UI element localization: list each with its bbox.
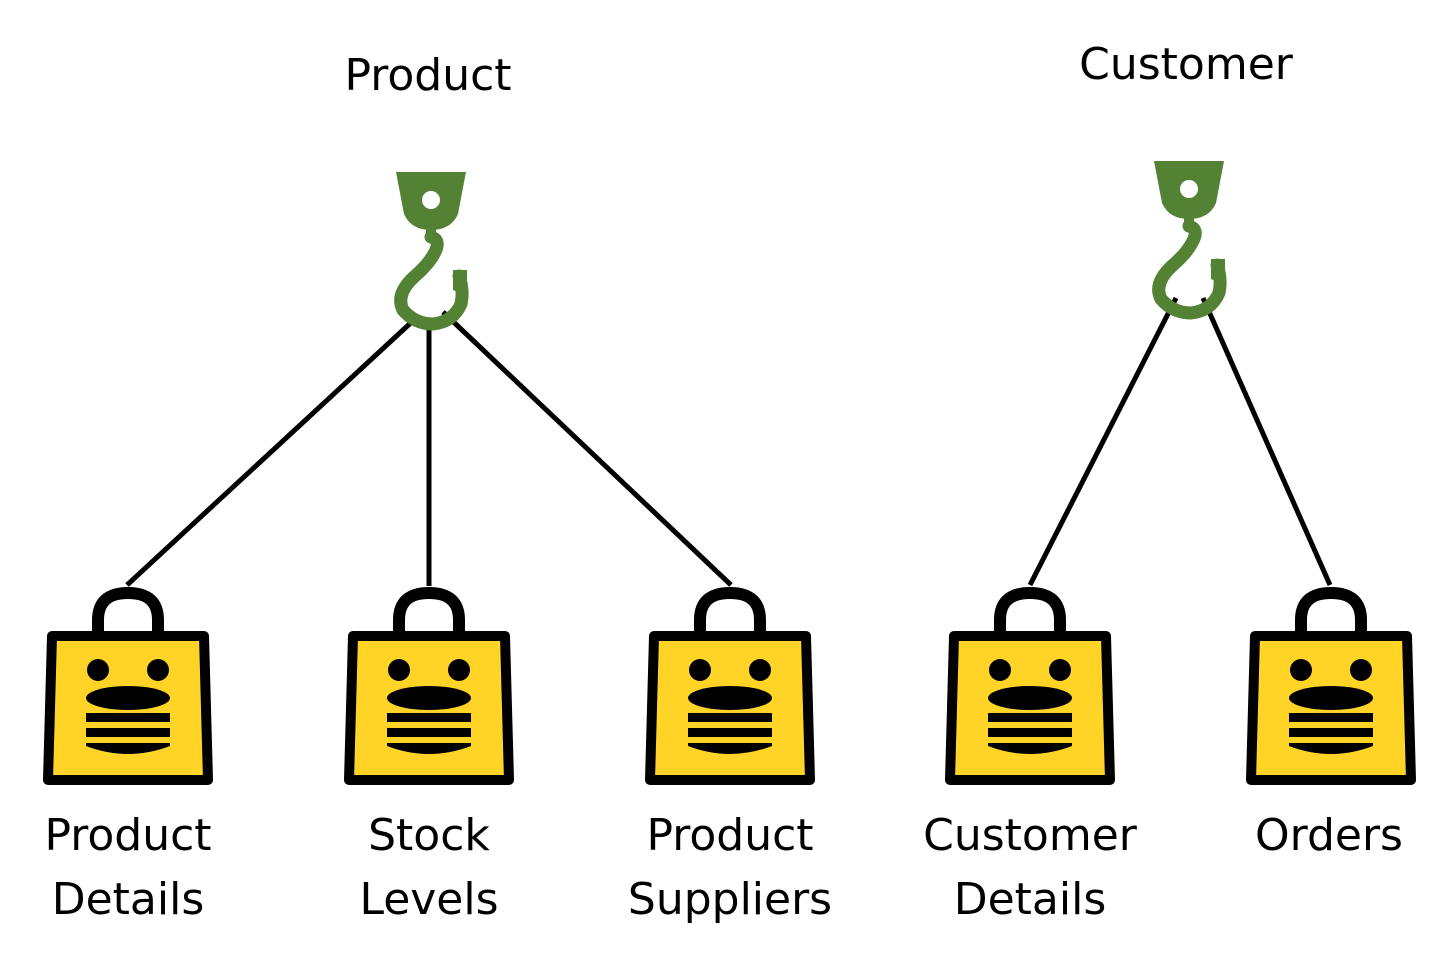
connector-orders [1200,296,1333,587]
shopping-bag-database-icon-customer-details [950,593,1110,780]
shopping-bag-database-icon-orders [1251,593,1411,780]
shopping-bag-database-icon-product-suppliers [650,593,810,780]
group-title-product: Product [344,50,512,101]
label-orders: Orders [1199,804,1456,868]
label-stock-levels: Stock Levels [299,804,559,932]
shopping-bag-database-icon-stock-levels [349,593,509,780]
connector-lines-product [125,310,733,587]
connector-product-suppliers [441,310,733,587]
label-line: Orders [1255,810,1403,861]
group-title-customer: Customer [1079,39,1293,90]
label-customer-details: Customer Details [900,804,1160,932]
label-line: Product [646,810,814,861]
connector-product-details [125,316,418,587]
label-line: Levels [359,874,499,925]
crane-hook-icon-product [396,172,467,324]
label-line: Details [51,874,205,925]
label-line: Product [44,810,212,861]
label-product-suppliers: Product Suppliers [600,804,860,932]
label-line: Suppliers [627,874,833,925]
crane-hook-icon-customer [1154,161,1225,313]
shopping-bag-database-icon-product-details [48,593,208,780]
label-line: Details [953,874,1107,925]
label-line: Stock [368,810,490,861]
connector-lines-customer [1027,296,1333,587]
label-product-details: Product Details [0,804,258,932]
label-line: Customer [923,810,1137,861]
connector-customer-details [1027,296,1179,587]
